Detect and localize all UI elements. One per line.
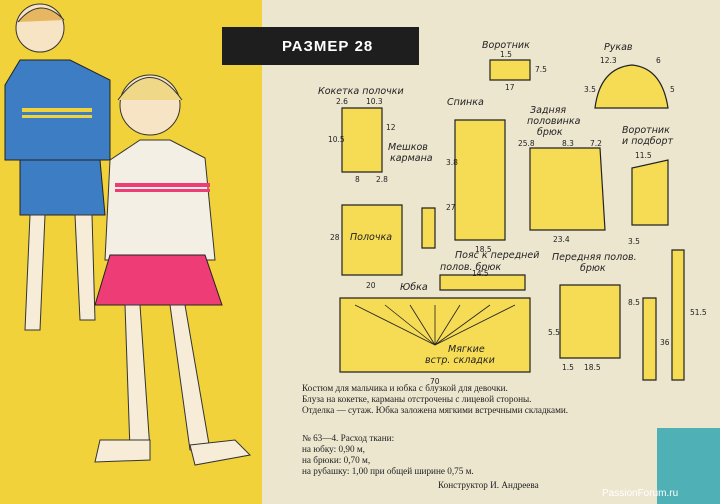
- fabric-trousers: на брюки: 0,70 м,: [302, 455, 371, 465]
- label-front: Полочка: [350, 232, 392, 243]
- description-line: Костюм для мальчика и юбка с блузкой для…: [302, 383, 508, 393]
- label-front-waistband-1: Пояс к передней: [455, 250, 539, 261]
- dim: 18.5: [584, 363, 601, 372]
- dim: 36: [660, 338, 670, 347]
- label-sleeve: Рукав: [604, 42, 633, 53]
- dim: 3.8: [446, 158, 458, 167]
- label-yoke: Кокетка полочки: [318, 86, 404, 97]
- dim: 7.5: [535, 65, 547, 74]
- dim: 28: [330, 233, 340, 242]
- size-banner: РАЗМЕР 28: [222, 27, 419, 65]
- label-collar-facing-1: Воротник: [622, 125, 670, 136]
- label-front-trouser-2: брюк: [580, 263, 606, 274]
- front-waistband-piece: [439, 274, 526, 291]
- dim: 8.3: [562, 139, 574, 148]
- front-trouser-piece: [559, 284, 621, 359]
- label-collar-facing-2: и подборт: [622, 136, 673, 147]
- dim: 8.5: [628, 298, 640, 307]
- dim: 18.5: [475, 245, 492, 254]
- dim: 7.2: [590, 139, 602, 148]
- label-pocket-1: Мешков: [388, 142, 428, 153]
- label-back: Спинка: [447, 97, 484, 108]
- skirt-fold-lines: [354, 304, 516, 346]
- dim: 12.3: [600, 56, 617, 65]
- dim: 5.5: [548, 328, 560, 337]
- outfit-thumbnail: [657, 428, 720, 504]
- dim: 14.5: [472, 269, 489, 278]
- front-piece: [341, 204, 403, 276]
- back-piece: [454, 119, 506, 241]
- label-pleats-1: Мягкие: [448, 344, 485, 355]
- dim: 6: [656, 56, 661, 65]
- label-back-half-3: брюк: [537, 127, 563, 138]
- watermark: PassionForum.ru: [602, 488, 679, 499]
- dim: 1.5: [562, 363, 574, 372]
- back-waistband-piece: [421, 207, 436, 249]
- description: Костюм для мальчика и юбка с блузкой для…: [302, 383, 582, 416]
- collar-piece: [489, 59, 531, 81]
- dim: 11.5: [635, 151, 652, 160]
- dim: 3.5: [584, 85, 596, 94]
- fabric-title: № 63—4. Расход ткани:: [302, 433, 395, 443]
- dim: 10.3: [366, 97, 383, 106]
- fabric-shirt: на рубашку: 1,00 при общей ширине 0,75 м…: [302, 466, 474, 476]
- label-pleats-2: встр. складки: [425, 355, 495, 366]
- dim: 12: [386, 123, 396, 132]
- dim: 25.8: [518, 139, 535, 148]
- dim: 23.4: [553, 235, 570, 244]
- label-collar: Воротник: [482, 40, 530, 51]
- dim: 8: [355, 175, 360, 184]
- label-back-half-1: Задняя: [530, 105, 566, 116]
- strap-piece: [671, 249, 685, 381]
- collar-facing-piece: [631, 159, 669, 226]
- dim: 1.5: [500, 50, 512, 59]
- dim: 2.6: [336, 97, 348, 106]
- dim: 2.8: [376, 175, 388, 184]
- dim: 5: [670, 85, 675, 94]
- boy-illustration: [4, 3, 111, 331]
- designer-credit: Конструктор И. Андреева: [438, 480, 539, 490]
- dim: 27: [446, 203, 456, 212]
- sleeve-piece: [594, 64, 669, 109]
- dim: 10.5: [328, 135, 345, 144]
- dim: 51.5: [690, 308, 707, 317]
- yoke-piece: [341, 107, 383, 173]
- description-line: Блуза на кокетке, карманы отстрочены с л…: [302, 394, 532, 404]
- fabric-consumption: № 63—4. Расход ткани: на юбку: 0,90 м, н…: [302, 433, 474, 477]
- description-line: Отделка — сутаж. Юбка заложена мягкими в…: [302, 405, 569, 415]
- dim: 70: [430, 377, 440, 386]
- label-pocket-2: кармана: [390, 153, 433, 164]
- back-trouser-piece: [529, 147, 606, 231]
- fabric-skirt: на юбку: 0,90 м,: [302, 444, 365, 454]
- label-front-waistband-2: полов. брюк: [440, 262, 501, 273]
- dim: 20: [366, 281, 376, 290]
- label-skirt: Юбка: [400, 282, 428, 293]
- girl-illustration: [94, 74, 252, 466]
- waistband-piece: [642, 297, 657, 381]
- label-front-trouser-1: Передняя полов.: [552, 252, 637, 263]
- label-back-half-2: половинка: [527, 116, 581, 127]
- dim: 17: [505, 83, 515, 92]
- dim: 3.5: [628, 237, 640, 246]
